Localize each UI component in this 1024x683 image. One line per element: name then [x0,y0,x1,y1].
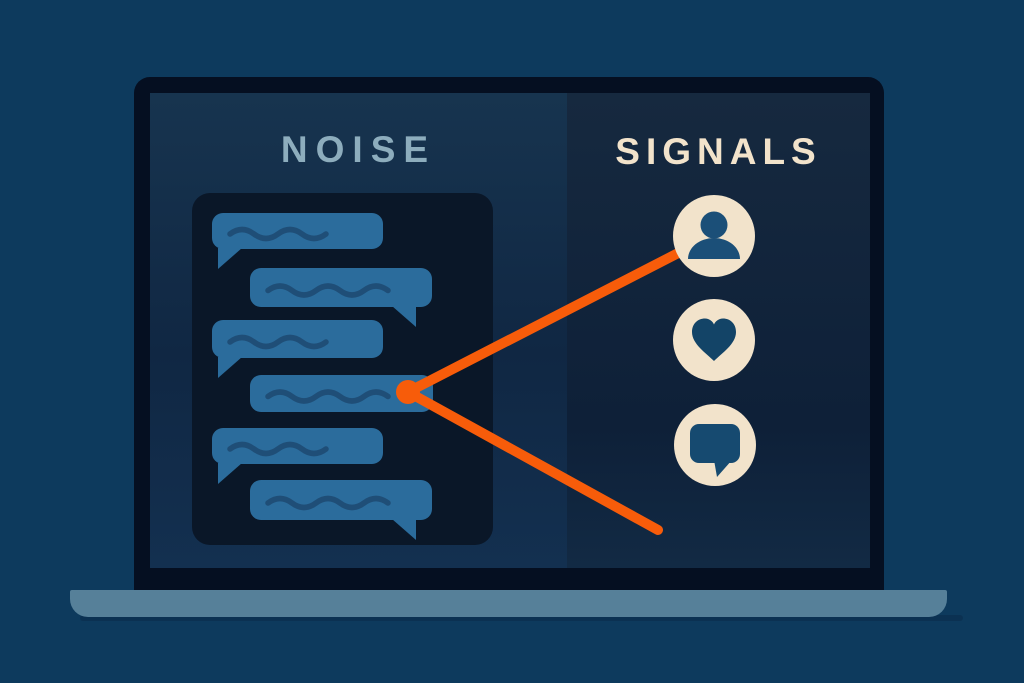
chat-bubble-3 [212,320,383,378]
chat-bubble-2 [250,268,432,327]
noise-title: NOISE [280,129,437,170]
comment-icon [690,424,740,477]
squiggle-text-line [265,495,391,511]
user-icon [688,211,740,259]
chat-bubble-5 [212,428,383,484]
signal-user-badge [673,195,755,277]
laptop-base [70,590,947,617]
signals-title: SIGNALS [615,131,822,172]
squiggle-text-line [227,334,329,350]
heart-icon [692,318,736,361]
squiggle-text-line [265,389,391,404]
squiggle-text-line [265,283,391,298]
signal-heart-badge [673,299,755,381]
laptop-base-shadow [80,615,963,621]
signal-comment-badge [674,404,756,486]
chat-bubble-1 [212,213,383,269]
squiggle-text-line [227,441,329,457]
chat-bubble-4-highlighted [250,375,433,412]
chat-bubble-6 [250,480,432,540]
squiggle-text-line [227,226,329,242]
